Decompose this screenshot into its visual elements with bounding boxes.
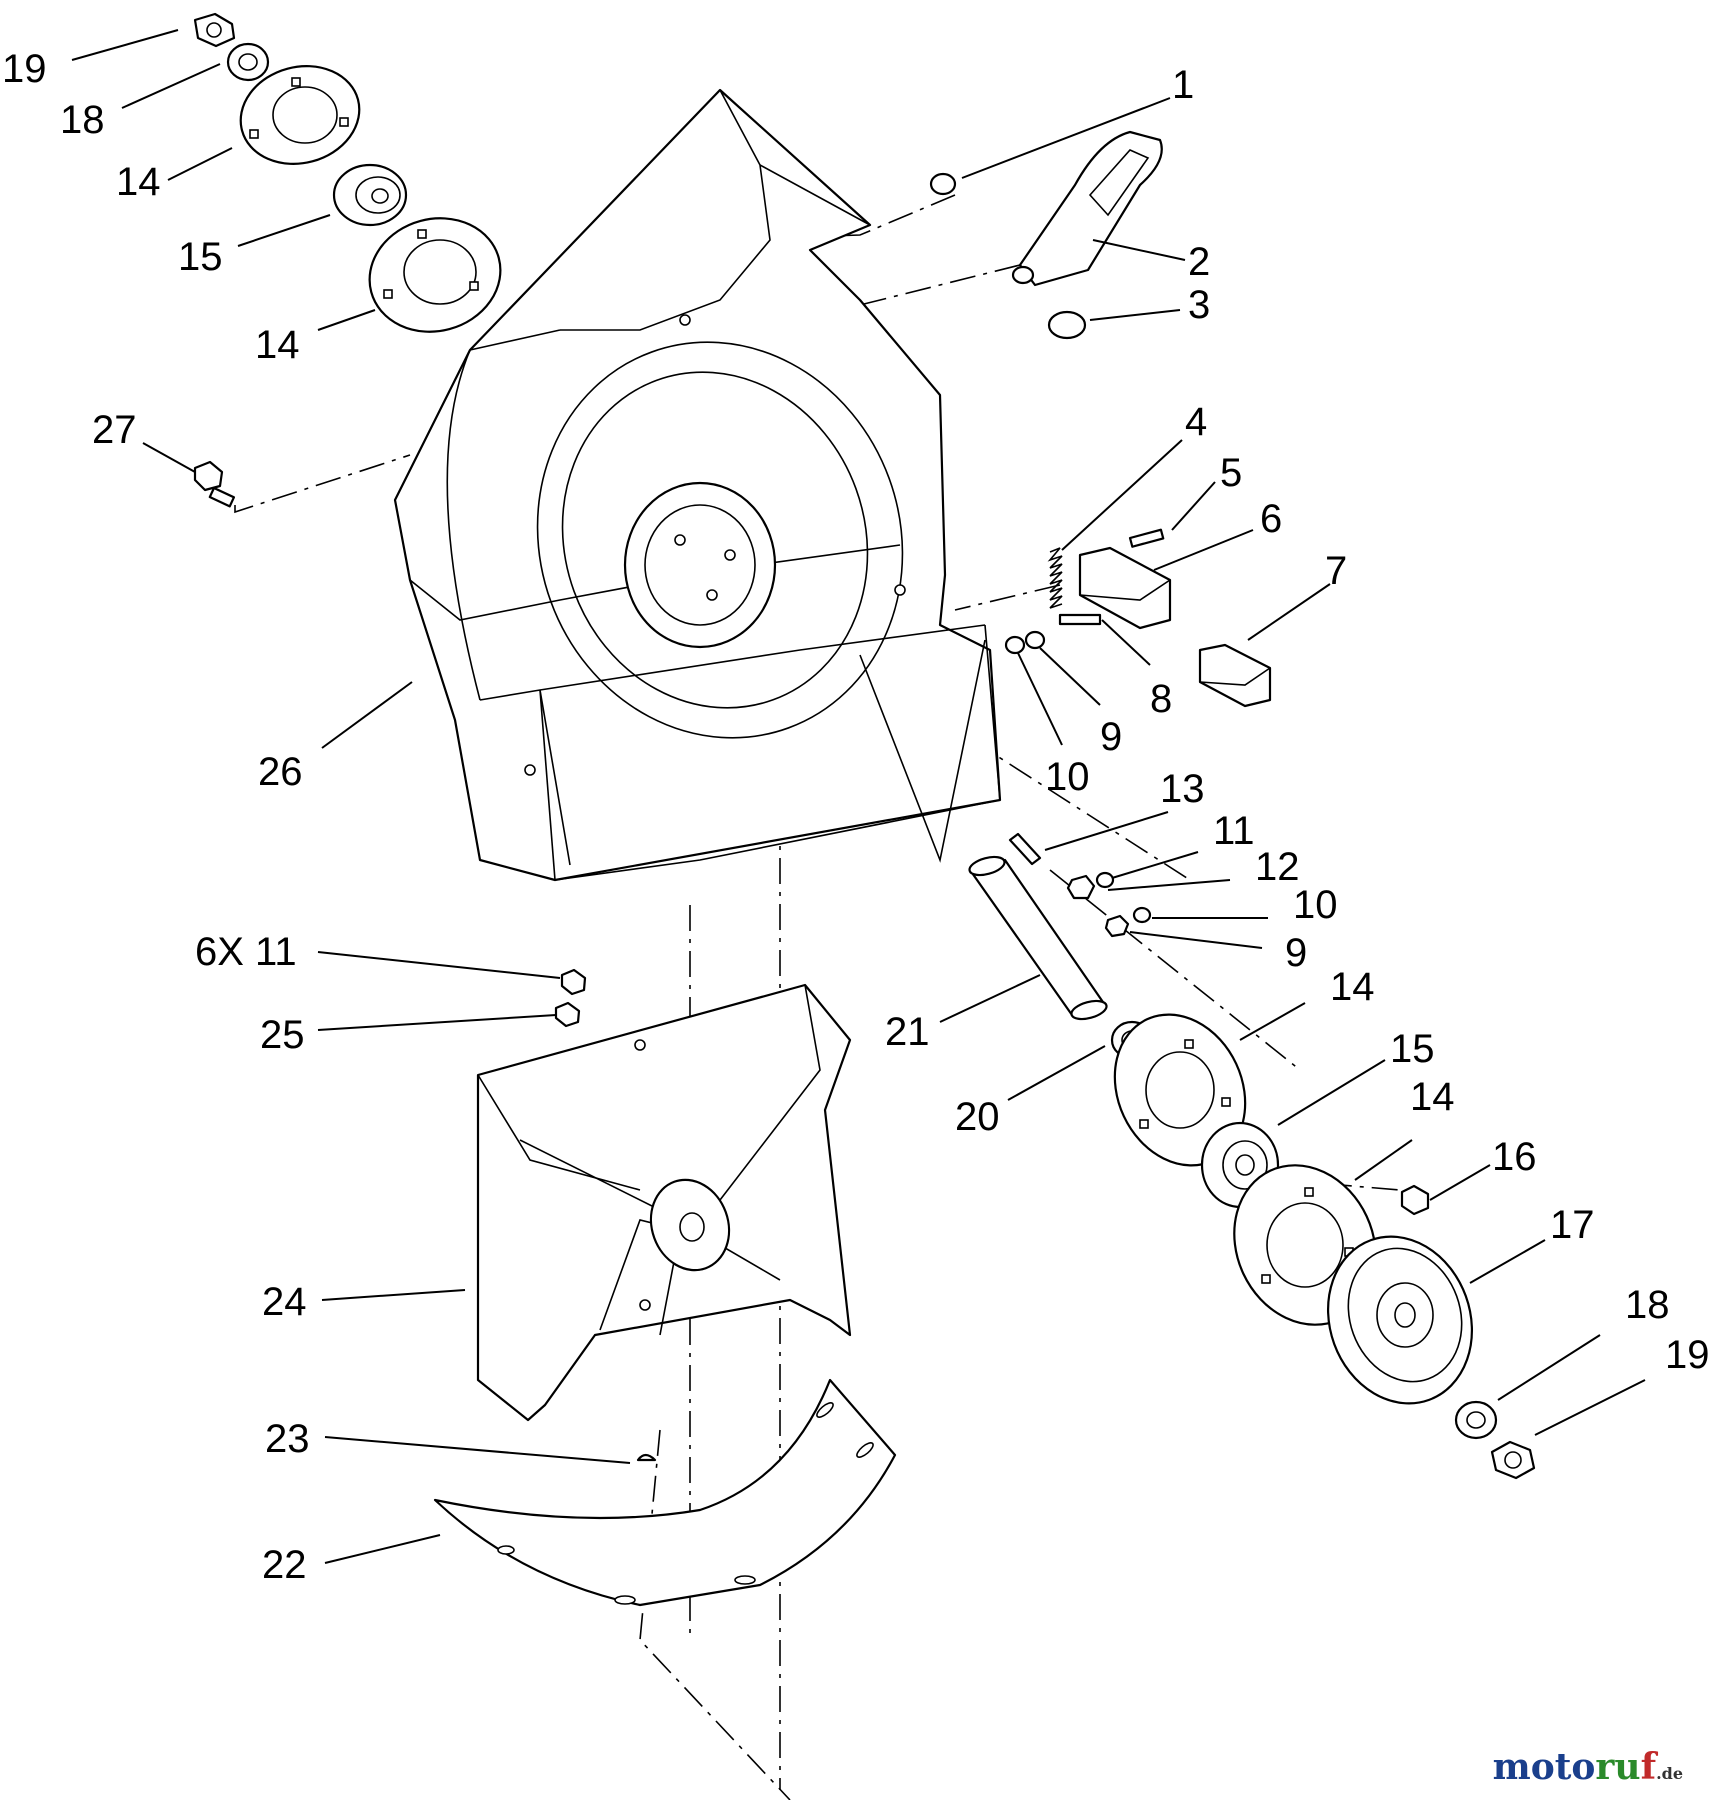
callout-13: 13	[1160, 767, 1205, 811]
callout-18-lower: 18	[1625, 1283, 1670, 1327]
callout-24: 24	[262, 1280, 307, 1324]
washer-part-12	[1095, 871, 1115, 889]
handle-part-2	[1018, 130, 1163, 287]
nut-part-6x11	[560, 968, 587, 996]
lower-bearing-stack	[1113, 1013, 1536, 1480]
carriage-bolt-part-23	[636, 1453, 657, 1462]
scraper-part-22	[433, 1378, 897, 1607]
callout-14-upper-a: 14	[116, 160, 161, 204]
watermark-logo: motoruf.de	[1493, 1746, 1683, 1788]
spring-part-4	[1047, 547, 1063, 609]
bolt-part-5	[1128, 528, 1165, 548]
knob-part-3	[1047, 310, 1087, 340]
callout-2: 2	[1188, 240, 1210, 284]
callout-10-lower: 10	[1293, 883, 1338, 927]
shaft-hardware	[1008, 832, 1152, 938]
washer-part-10-upper	[1004, 635, 1026, 655]
washer-part-10-lower	[1132, 906, 1152, 924]
callout-20: 20	[955, 1095, 1000, 1139]
watermark-part1: moto	[1492, 1746, 1596, 1788]
nut-part-1	[929, 172, 957, 196]
callout-7: 7	[1325, 549, 1347, 593]
callout-14-lower-b: 14	[1410, 1075, 1455, 1119]
watermark-part2: ru	[1595, 1746, 1641, 1788]
shaft-part-21	[968, 855, 1108, 1021]
callout-9-upper: 9	[1100, 715, 1122, 759]
key-part-13	[1008, 832, 1042, 866]
callout-19-upper: 19	[2, 47, 47, 91]
callout-15-lower: 15	[1390, 1027, 1435, 1071]
callout-4: 4	[1185, 400, 1207, 444]
callout-18-upper: 18	[60, 98, 105, 142]
callout-6: 6	[1260, 497, 1282, 541]
callout-15-upper: 15	[178, 235, 223, 279]
watermark-part3: f	[1640, 1746, 1657, 1788]
nut-part-9-lower	[1104, 914, 1130, 938]
callout-5: 5	[1220, 451, 1242, 495]
callout-3: 3	[1188, 283, 1210, 327]
callout-11: 11	[1213, 809, 1255, 853]
flange-part-14-upper-b	[368, 217, 502, 333]
callout-25: 25	[260, 1013, 305, 1057]
bearing-part-15-upper	[332, 163, 408, 227]
callout-21: 21	[885, 1010, 930, 1054]
callout-9-lower: 9	[1285, 931, 1307, 975]
callout-6x11: 6X 11	[195, 930, 297, 974]
callout-12: 12	[1255, 845, 1300, 889]
callout-labels: 19 18 14 15 14 1 2 3 27 4 5 6 7 8 9 10 2…	[2, 47, 1710, 1587]
impeller-part-24	[476, 983, 852, 1422]
nut-part-25	[554, 1001, 581, 1028]
callout-22: 22	[262, 1543, 307, 1587]
nut-part-11	[1066, 874, 1096, 900]
flange-part-14-upper-a	[239, 65, 361, 165]
callout-17: 17	[1550, 1203, 1595, 1247]
blower-housing-part-26	[393, 88, 1002, 882]
callout-8: 8	[1150, 677, 1172, 721]
upper-bearing-stack	[193, 12, 502, 333]
mount-hardware	[554, 968, 587, 1028]
nut-part-16	[1400, 1184, 1430, 1216]
bolt-part-27	[193, 460, 236, 508]
callout-10-upper: 10	[1045, 755, 1090, 799]
callout-14-upper-b: 14	[255, 323, 300, 367]
handle-assembly	[929, 130, 1163, 340]
callout-26: 26	[258, 750, 303, 794]
washer-part-9-upper	[1024, 630, 1046, 650]
callout-16: 16	[1492, 1135, 1537, 1179]
watermark-suffix: .de	[1656, 1764, 1683, 1783]
leader-lines	[71, 29, 1646, 1564]
bolt-part-8	[1058, 613, 1102, 626]
callout-1: 1	[1172, 63, 1194, 107]
callout-19-lower: 19	[1665, 1333, 1710, 1377]
callout-23: 23	[265, 1417, 310, 1461]
latch-assembly	[1004, 528, 1272, 708]
callout-27: 27	[92, 408, 137, 452]
callout-14-lower-a: 14	[1330, 965, 1375, 1009]
